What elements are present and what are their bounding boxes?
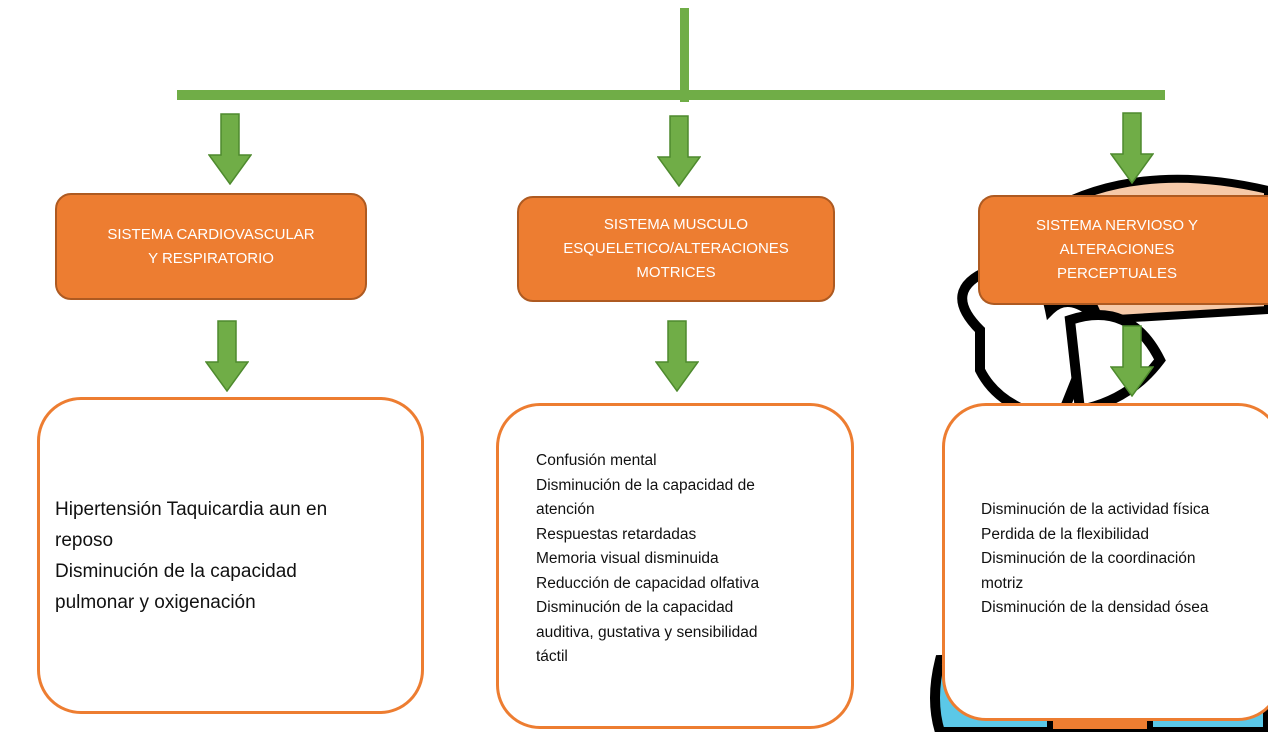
header-line: SISTEMA MUSCULO <box>603 216 749 233</box>
item-text: Hipertensión Taquicardia aun en <box>55 499 328 520</box>
down-arrow-icon <box>655 320 699 392</box>
item-text: reposo <box>55 530 114 551</box>
item-text: Disminución de la capacidad <box>55 561 297 582</box>
header-line: SISTEMA CARDIOVASCULAR <box>107 225 315 243</box>
item-text: Disminución de la coordinación <box>981 550 1196 567</box>
content-box-nervioso: Disminución de la actividad física Perdi… <box>942 403 1268 721</box>
header-line: PERCEPTUALES <box>1056 265 1178 282</box>
header-line: SISTEMA NERVIOSO Y <box>1036 217 1198 234</box>
header-cardiovascular: SISTEMA CARDIOVASCULAR Y RESPIRATORIO <box>55 193 367 300</box>
header-musculo-esqueletico: SISTEMA MUSCULO ESQUELETICO/ALTERACIONES… <box>517 196 835 302</box>
item-text: pulmonar y oxigenación <box>55 592 256 613</box>
item-text: atención <box>536 501 595 518</box>
down-arrow-icon <box>1110 325 1154 397</box>
item-text: motriz <box>981 574 1024 592</box>
item-text: táctil <box>536 648 568 665</box>
item-text: Disminución de la densidad ósea <box>981 599 1209 616</box>
header-line: ESQUELETICO/ALTERACIONES <box>563 240 789 257</box>
content-box-cardiovascular: Hipertensión Taquicardia aun en reposo D… <box>37 397 424 714</box>
item-text: Respuestas retardadas <box>536 525 697 543</box>
item-text: Perdida de la flexibilidad <box>981 525 1150 543</box>
header-line: MOTRICES <box>636 264 716 281</box>
horizontal-connector-line <box>177 90 1165 100</box>
down-arrow-icon <box>1110 112 1154 184</box>
item-text: Disminución de la capacidad de <box>536 476 755 494</box>
item-text: Reducción de capacidad olfativa <box>536 574 760 592</box>
down-arrow-icon <box>657 115 701 187</box>
header-nervioso: SISTEMA NERVIOSO Y ALTERACIONES PERCEPTU… <box>978 195 1268 305</box>
item-text: Memoria visual disminuida <box>536 550 719 567</box>
item-text: Disminución de la actividad física <box>981 501 1210 518</box>
down-arrow-icon <box>205 320 249 392</box>
top-connector-line <box>680 8 689 102</box>
item-text: Disminución de la capacidad <box>536 599 734 616</box>
header-line: Y RESPIRATORIO <box>148 249 274 267</box>
down-arrow-icon <box>208 113 252 185</box>
header-line: ALTERACIONES <box>1059 241 1175 258</box>
item-text: auditiva, gustativa y sensibilidad <box>536 623 758 641</box>
content-box-musculo-esqueletico: Confusión mental Disminución de la capac… <box>496 403 854 729</box>
item-text: Confusión mental <box>536 452 657 469</box>
